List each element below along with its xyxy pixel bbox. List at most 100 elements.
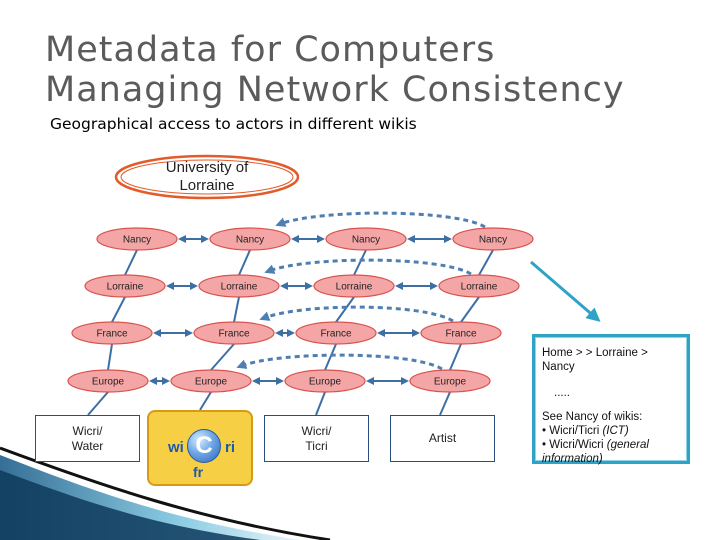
location-node-label: Nancy bbox=[479, 235, 507, 246]
location-node-shape bbox=[284, 369, 366, 393]
panel-list-item[interactable]: • Wicri/Wicri (general information) bbox=[542, 439, 649, 465]
hierarchy-link bbox=[111, 296, 126, 323]
wiki-link bbox=[315, 391, 326, 416]
wicri-fr-logo[interactable]: wi C ri fr bbox=[147, 410, 253, 486]
wiki-link bbox=[87, 391, 109, 416]
location-node-label: Europe bbox=[309, 377, 342, 388]
location-node: Europe bbox=[409, 369, 491, 393]
hierarchy-link bbox=[238, 249, 251, 276]
hierarchy-link bbox=[353, 249, 367, 276]
location-node-label: Europe bbox=[434, 377, 467, 388]
location-node-shape bbox=[96, 227, 178, 251]
panel-list-item[interactable]: • Wicri/Ticri (ICT) bbox=[542, 425, 629, 437]
location-node-label: France bbox=[320, 329, 352, 340]
location-node-shape bbox=[170, 369, 252, 393]
wiki-link bbox=[439, 391, 451, 416]
wiki-box-water-label: Wicri/ Water bbox=[71, 423, 104, 453]
panel-heading: See Nancy of wikis: bbox=[542, 411, 643, 423]
panel-item-name: Wicri/Ticri bbox=[549, 425, 600, 437]
university-label: University of Lorraine bbox=[117, 156, 297, 198]
title-line-2: Managing Network Consistency bbox=[45, 70, 625, 110]
dashed-link-arrow bbox=[275, 211, 486, 229]
dashed-link-arrow bbox=[264, 258, 472, 276]
panel-ellipsis: ..... bbox=[554, 387, 570, 399]
location-node: Nancy bbox=[96, 227, 178, 251]
wiki-box-water[interactable]: Wicri/ Water bbox=[35, 415, 140, 462]
location-node-label: France bbox=[96, 329, 128, 340]
breadcrumb-panel: Home > > Lorraine > Nancy ..... See Nanc… bbox=[532, 334, 690, 465]
location-node-shape bbox=[295, 321, 377, 345]
location-node: Europe bbox=[170, 369, 252, 393]
location-node: France bbox=[71, 321, 153, 345]
logo-wi: wi bbox=[168, 439, 184, 456]
dashed-link-arrow bbox=[236, 353, 443, 371]
location-node: Nancy bbox=[452, 227, 534, 251]
location-node-shape bbox=[452, 227, 534, 251]
location-node-label: France bbox=[445, 329, 477, 340]
location-node-shape bbox=[71, 321, 153, 345]
location-node-shape bbox=[420, 321, 502, 345]
location-node-label: Lorraine bbox=[461, 282, 498, 293]
hierarchy-link bbox=[460, 296, 480, 323]
hierarchy-link bbox=[449, 343, 462, 371]
location-node-label: Nancy bbox=[352, 235, 380, 246]
location-node-label: Europe bbox=[195, 377, 228, 388]
dashed-link-arrow bbox=[259, 305, 454, 323]
location-node-shape bbox=[438, 274, 520, 298]
panel-item-note: (ICT) bbox=[602, 425, 629, 437]
location-node: Europe bbox=[67, 369, 149, 393]
location-node-label: Europe bbox=[92, 377, 125, 388]
wiki-box-ticri-label: Wicri/ Ticri bbox=[301, 423, 332, 453]
location-node-shape bbox=[313, 274, 395, 298]
hierarchy-link bbox=[210, 343, 235, 371]
logo-ri: ri bbox=[225, 439, 236, 456]
panel-item-name: Wicri/Wicri bbox=[549, 439, 604, 451]
location-node-label: Lorraine bbox=[107, 282, 144, 293]
wiki-box-ticri[interactable]: Wicri/ Ticri bbox=[264, 415, 369, 462]
location-node: France bbox=[295, 321, 377, 345]
location-node: Europe bbox=[284, 369, 366, 393]
slide-subtitle: Geographical access to actors in differe… bbox=[50, 115, 417, 133]
location-node-shape bbox=[193, 321, 275, 345]
wiki-box-artist-label: Artist bbox=[428, 431, 457, 445]
title-line-1: Metadata for Computers bbox=[45, 30, 496, 70]
logo-c-globe-icon: C bbox=[187, 429, 221, 463]
location-node: Nancy bbox=[209, 227, 291, 251]
location-node-shape bbox=[198, 274, 280, 298]
location-node-label: France bbox=[218, 329, 250, 340]
location-node: Nancy bbox=[325, 227, 407, 251]
decorative-ribbon bbox=[0, 446, 331, 540]
hierarchy-link bbox=[478, 249, 494, 276]
location-node-shape bbox=[325, 227, 407, 251]
location-node: Lorraine bbox=[198, 274, 280, 298]
location-node-label: Nancy bbox=[236, 235, 264, 246]
panel-item-note: (general information) bbox=[542, 439, 649, 465]
hierarchy-link bbox=[335, 296, 355, 323]
university-ring bbox=[114, 154, 300, 200]
teal-arrow bbox=[530, 260, 601, 322]
location-node-shape bbox=[84, 274, 166, 298]
hierarchy-link bbox=[124, 249, 138, 276]
wiki-box-artist[interactable]: Artist bbox=[390, 415, 495, 462]
hierarchy-link bbox=[107, 343, 113, 371]
location-node-shape bbox=[409, 369, 491, 393]
location-node: France bbox=[193, 321, 275, 345]
wiki-link bbox=[199, 391, 212, 411]
location-node: Lorraine bbox=[438, 274, 520, 298]
location-node-label: Lorraine bbox=[336, 282, 373, 293]
slide-title: Metadata for Computers Managing Network … bbox=[45, 30, 685, 110]
location-node-shape bbox=[67, 369, 149, 393]
location-node-shape bbox=[209, 227, 291, 251]
logo-fr: fr bbox=[193, 464, 204, 480]
breadcrumb[interactable]: Home > > Lorraine > Nancy bbox=[542, 347, 648, 373]
location-node: Lorraine bbox=[84, 274, 166, 298]
location-node: France bbox=[420, 321, 502, 345]
university-ring-inner bbox=[120, 159, 294, 195]
university-label-text: University of Lorraine bbox=[165, 159, 249, 194]
location-node-label: Lorraine bbox=[221, 282, 258, 293]
hierarchy-link bbox=[324, 343, 337, 371]
location-node: Lorraine bbox=[313, 274, 395, 298]
hierarchy-link bbox=[233, 296, 240, 323]
location-node-label: Nancy bbox=[123, 235, 151, 246]
